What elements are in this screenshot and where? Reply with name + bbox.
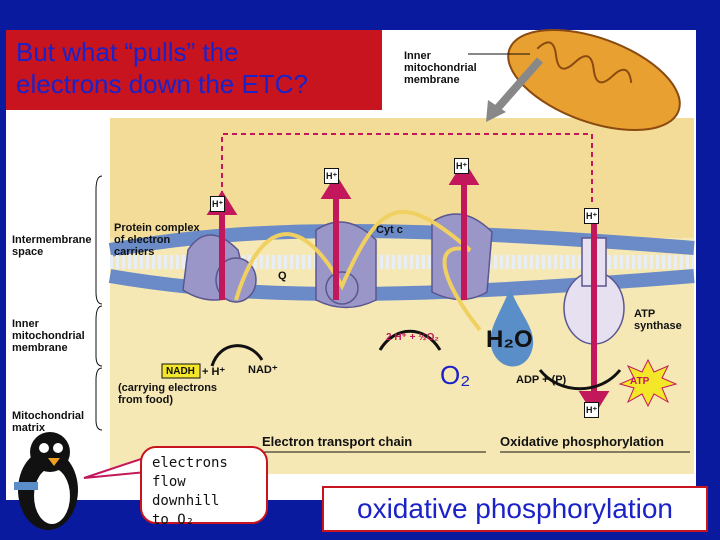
atp-star	[618, 358, 678, 408]
reaction-label: 2 H⁺ + ½O₂	[386, 332, 439, 343]
carrying-label: (carrying electrons from food)	[118, 382, 218, 406]
cyt-c-label: Cyt c	[376, 224, 403, 236]
bubble-line-2: flow downhill	[152, 474, 220, 509]
nad-label: NAD⁺	[248, 364, 278, 376]
electron-path	[234, 209, 482, 332]
speech-bubble: electrons flow downhill to O₂	[140, 446, 268, 528]
slide-title: But what “pulls” the electrons down the …	[6, 30, 382, 110]
zoom-arrow	[492, 57, 544, 113]
nadh-arrow	[210, 344, 264, 367]
atp-synthase-label: ATP synthase	[634, 308, 682, 332]
h2o-label: H₂O	[486, 326, 533, 353]
proton-flow-path	[221, 133, 593, 206]
penguin-icon	[14, 432, 78, 530]
matrix-label: Mitochondrial matrix	[12, 410, 85, 434]
bubble-line-1: electrons	[152, 455, 228, 471]
q-label: Q	[278, 270, 287, 282]
nadh-label: NADH	[166, 366, 195, 377]
matrix-brace	[95, 367, 103, 431]
h-plus-badge-4: H⁺	[584, 208, 600, 224]
etc-label: Electron transport chain	[262, 434, 413, 449]
atp-label: ATP	[630, 376, 650, 387]
inner-membrane-label: Inner mitochondrial membrane	[12, 318, 85, 354]
membrane-brace	[95, 305, 103, 367]
title-line-1: But what “pulls” the	[16, 37, 239, 67]
plus-h-label: + H⁺	[202, 366, 226, 378]
inner-membrane-top-label: Inner mitochondrial membrane	[404, 50, 477, 86]
adp-arrow	[538, 369, 622, 391]
oxphos-label: Oxidative phosphorylation	[500, 434, 664, 449]
bottom-banner: oxidative phosphorylation	[322, 486, 708, 532]
intermembrane-label: Intermembrane space	[12, 234, 92, 258]
h-plus-badge-3: H⁺	[454, 158, 470, 174]
h-plus-badge-5: H⁺	[584, 402, 600, 418]
h-plus-badge-2: H⁺	[324, 168, 340, 184]
water-drop	[490, 288, 534, 367]
o2-label: O₂	[440, 360, 471, 390]
oxygen-arrow	[378, 329, 442, 351]
bubble-line-3: to O₂	[152, 512, 195, 528]
h-plus-badge-1: H⁺	[210, 196, 226, 212]
intermembrane-brace	[95, 175, 103, 305]
mitochondrion-icon	[507, 28, 681, 132]
title-line-2: electrons down the ETC?	[16, 69, 308, 99]
protein-complex-label: Protein complex of electron carriers	[114, 222, 200, 258]
nadh-box	[161, 363, 201, 379]
adp-label: ADP + (P)	[516, 374, 567, 386]
intermembrane-background	[110, 118, 694, 238]
